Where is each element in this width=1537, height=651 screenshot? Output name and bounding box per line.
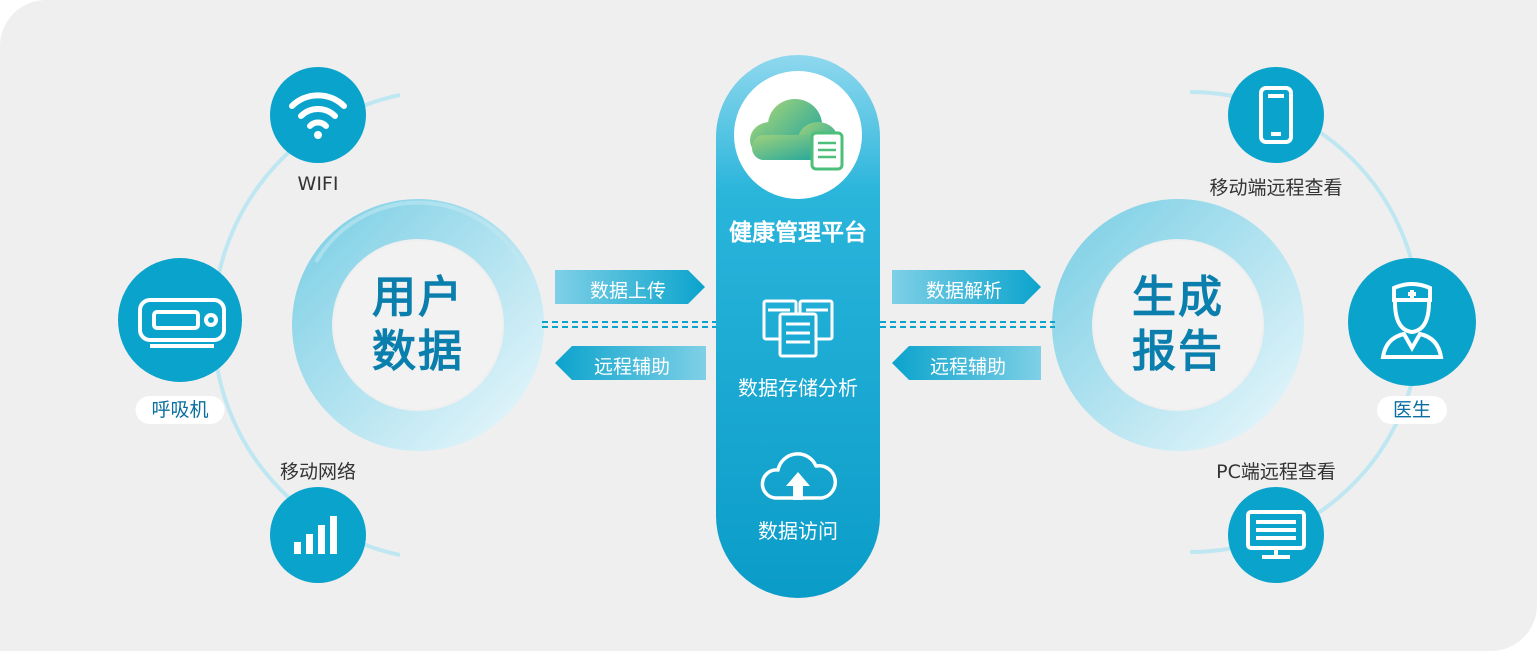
phone-icon (1259, 86, 1293, 144)
left-hub-title-line1: 用户 (372, 272, 464, 323)
remote-assist-right-label: 远程辅助 (929, 356, 1007, 378)
right-hub-ring (1052, 199, 1304, 451)
upload-arrow-label: 数据上传 (589, 280, 667, 302)
doctor-icon (1380, 282, 1444, 359)
pc-view-node (1228, 487, 1324, 583)
platform-column (716, 55, 880, 598)
mobile-view-node (1228, 67, 1324, 163)
storage-label: 数据存储分析 (738, 376, 858, 400)
remote-assist-left-label: 远程辅助 (593, 356, 671, 378)
monitor-icon (1246, 510, 1306, 559)
analysis-arrow-label: 数据解析 (925, 280, 1003, 302)
ventilator-label: 呼吸机 (135, 396, 225, 424)
arrow-remote-assist-right (892, 346, 1041, 380)
arrow-upload (555, 270, 705, 304)
left-hub-ring (292, 199, 544, 451)
access-label: 数据访问 (758, 519, 838, 543)
ventilator-node (118, 258, 242, 382)
right-hub-title-line1: 生成 (1132, 272, 1224, 323)
cloud-document-icon (750, 99, 844, 171)
doctor-node (1348, 258, 1476, 386)
server-stack-icon (762, 299, 834, 358)
signal-bars-icon (294, 516, 337, 554)
mobile-network-label: 移动网络 (279, 461, 357, 483)
arrow-remote-assist-left (555, 346, 706, 380)
wifi-node (270, 67, 366, 163)
dashed-connectors (542, 321, 1055, 328)
mobile-view-label: 移动端远程查看 (1209, 177, 1343, 199)
arrow-analysis (892, 270, 1041, 304)
platform-title: 健康管理平台 (729, 220, 867, 246)
wifi-label: WIFI (297, 173, 339, 195)
mobile-network-node (270, 487, 366, 583)
wifi-icon (289, 92, 347, 139)
pc-view-label: PC端远程查看 (1216, 461, 1336, 483)
right-hub-title-line2: 报告 (1132, 326, 1224, 377)
left-hub-title-line2: 数据 (372, 326, 464, 377)
cloud-upload-icon (760, 452, 838, 500)
doctor-label: 医生 (1376, 396, 1448, 424)
ventilator-icon (138, 298, 226, 348)
